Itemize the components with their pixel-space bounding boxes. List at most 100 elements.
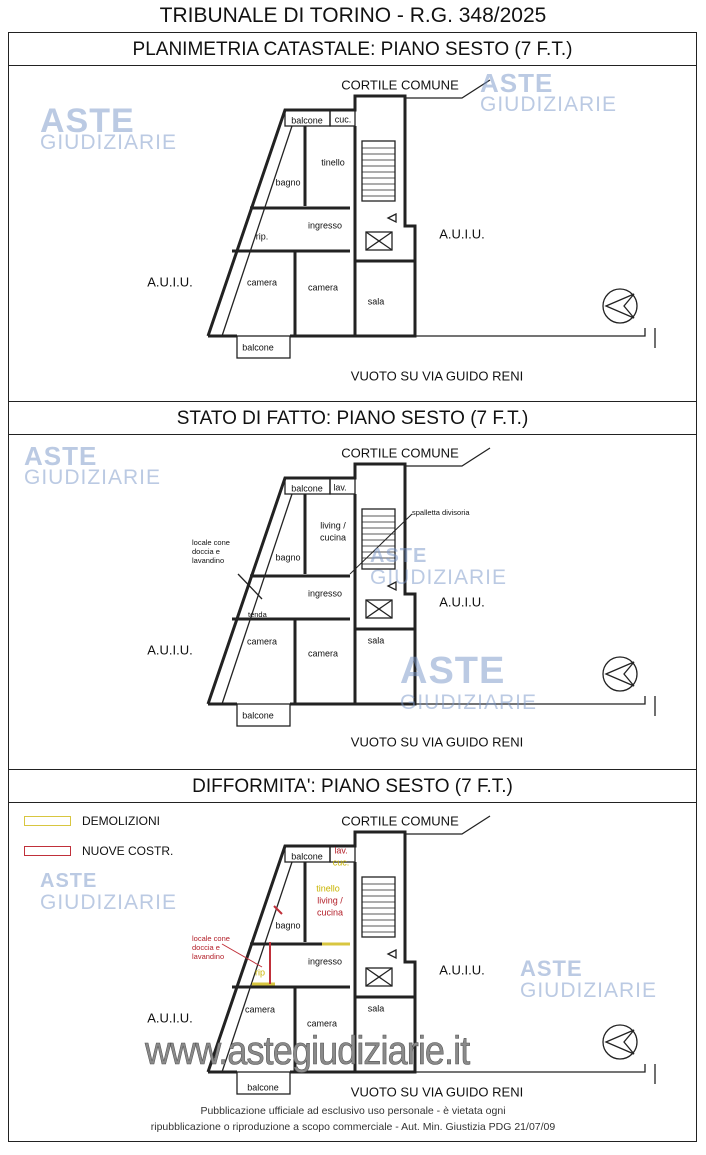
inner-wall <box>221 493 293 705</box>
room-bagno: bagno <box>275 552 301 563</box>
elevator <box>365 599 393 619</box>
note-locale: locale cone doccia e lavandino <box>192 934 230 961</box>
room-living: living / <box>317 895 343 906</box>
label-cortile: CORTILE COMUNE <box>341 77 459 93</box>
room-camera: camera <box>306 1018 338 1029</box>
label-cortile: CORTILE COMUNE <box>341 445 459 461</box>
leader-line <box>237 573 263 600</box>
document-title: TRIBUNALE DI TORINO - R.G. 348/2025 <box>159 4 547 27</box>
label-cortile: CORTILE COMUNE <box>341 813 459 829</box>
courtyard-line <box>405 447 491 467</box>
boundary-line <box>415 696 646 705</box>
room-bagno: bagno <box>275 920 301 931</box>
compass-icon <box>602 1024 638 1060</box>
courtyard-line <box>405 79 491 99</box>
room-cucina: cucina <box>319 532 347 543</box>
label-auiu-right: A.U.I.U. <box>439 226 485 242</box>
boundary-line <box>415 328 646 337</box>
elevator <box>365 967 393 987</box>
label-auiu-left: A.U.I.U. <box>147 1010 193 1026</box>
floor-plan-drawing <box>206 815 656 1095</box>
label-auiu-left: A.U.I.U. <box>147 642 193 658</box>
room-balcone: balcone <box>291 851 323 862</box>
room-bagno: bagno <box>275 177 301 188</box>
leader-line <box>349 513 413 575</box>
room-lavanderia: lav. <box>334 845 348 856</box>
floor-plan-catastale: CORTILE COMUNE balcone cuc. tinello bagn… <box>0 66 706 406</box>
room-tinello: tinello <box>321 157 345 168</box>
north-arrow-icon <box>604 293 635 319</box>
north-arrow-icon <box>604 1029 635 1055</box>
arrow-icon <box>386 948 397 960</box>
boundary-line <box>415 1064 646 1073</box>
document-frame <box>8 32 697 1142</box>
leader-line <box>221 943 263 968</box>
staircase <box>361 140 396 202</box>
room-cucina: cuc. <box>334 114 352 125</box>
room-balcone: balcone <box>242 710 274 721</box>
note-spalletta: spalletta divisoria <box>412 508 470 517</box>
label-auiu-right: A.U.I.U. <box>439 962 485 978</box>
north-arrow-icon <box>604 661 635 687</box>
balcony-bottom <box>236 1071 291 1095</box>
arrow-icon <box>386 212 397 224</box>
room-camera: camera <box>307 648 339 659</box>
arrow-icon <box>386 580 397 592</box>
note-line: locale cone <box>192 538 230 547</box>
room-living: living / <box>320 520 346 531</box>
footer-line-2: ripubblicazione o riproduzione a scopo c… <box>150 1121 556 1133</box>
note-line: lavandino <box>192 556 225 565</box>
room-camera: camera <box>307 282 339 293</box>
panel-heading-stato-fatto: STATO DI FATTO: PIANO SESTO (7 F.T.) <box>8 402 697 435</box>
note-tenda: tenda <box>248 610 267 619</box>
outer-wall <box>206 462 417 706</box>
label-vuoto: VUOTO SU VIA GUIDO RENI <box>350 1084 524 1100</box>
staircase <box>361 876 396 938</box>
note-line: lavandino <box>192 952 225 961</box>
elevator <box>365 967 393 987</box>
room-balcone: balcone <box>291 483 323 494</box>
label-vuoto: VUOTO SU VIA GUIDO RENI <box>350 734 524 750</box>
floor-plan-drawing <box>206 79 656 359</box>
floor-plan-stato-fatto: CORTILE COMUNE balcone lav. living / cuc… <box>0 434 706 774</box>
room-lavanderia: lav. <box>333 482 347 493</box>
balcony-bottom <box>236 335 291 359</box>
room-cucina: cucina <box>316 907 344 918</box>
room-tinello-old: tinello <box>316 883 340 894</box>
room-sala: sala <box>367 635 385 646</box>
compass-icon <box>602 288 638 324</box>
label-vuoto: VUOTO SU VIA GUIDO RENI <box>350 368 524 384</box>
room-balcone: balcone <box>242 342 274 353</box>
room-ingresso: ingresso <box>307 956 343 967</box>
courtyard-line <box>405 815 491 835</box>
note-line: doccia e <box>192 943 220 952</box>
note-line: doccia e <box>192 547 220 556</box>
service-room <box>329 109 356 127</box>
panel-heading-difformita: DIFFORMITA': PIANO SESTO (7 F.T.) <box>8 770 697 803</box>
room-sala: sala <box>367 296 385 307</box>
room-cucina-old: cuc. <box>332 857 350 868</box>
elevator <box>365 231 393 251</box>
room-camera: camera <box>246 636 278 647</box>
label-auiu-left: A.U.I.U. <box>147 274 193 290</box>
room-camera: camera <box>244 1004 276 1015</box>
balcony-bottom <box>236 703 291 727</box>
room-ingresso: ingresso <box>307 220 343 231</box>
staircase <box>361 508 396 570</box>
service-room <box>329 477 356 495</box>
note-line: locale cone <box>192 934 230 943</box>
inner-wall <box>221 861 293 1073</box>
divider <box>8 401 697 402</box>
floor-plan-drawing <box>206 447 656 727</box>
inner-wall <box>221 125 293 337</box>
new-construction-mark <box>273 905 283 915</box>
label-auiu-right: A.U.I.U. <box>439 594 485 610</box>
room-balcone: balcone <box>247 1082 279 1093</box>
elevator <box>365 599 393 619</box>
footer-line-1: Pubblicazione ufficiale ad esclusivo uso… <box>200 1105 506 1117</box>
note-locale: locale cone doccia e lavandino <box>192 538 230 565</box>
service-room <box>329 845 356 863</box>
panel-heading-catastale: PLANIMETRIA CATASTALE: PIANO SESTO (7 F.… <box>8 33 697 66</box>
room-ripostiglio: rip. <box>255 231 269 242</box>
